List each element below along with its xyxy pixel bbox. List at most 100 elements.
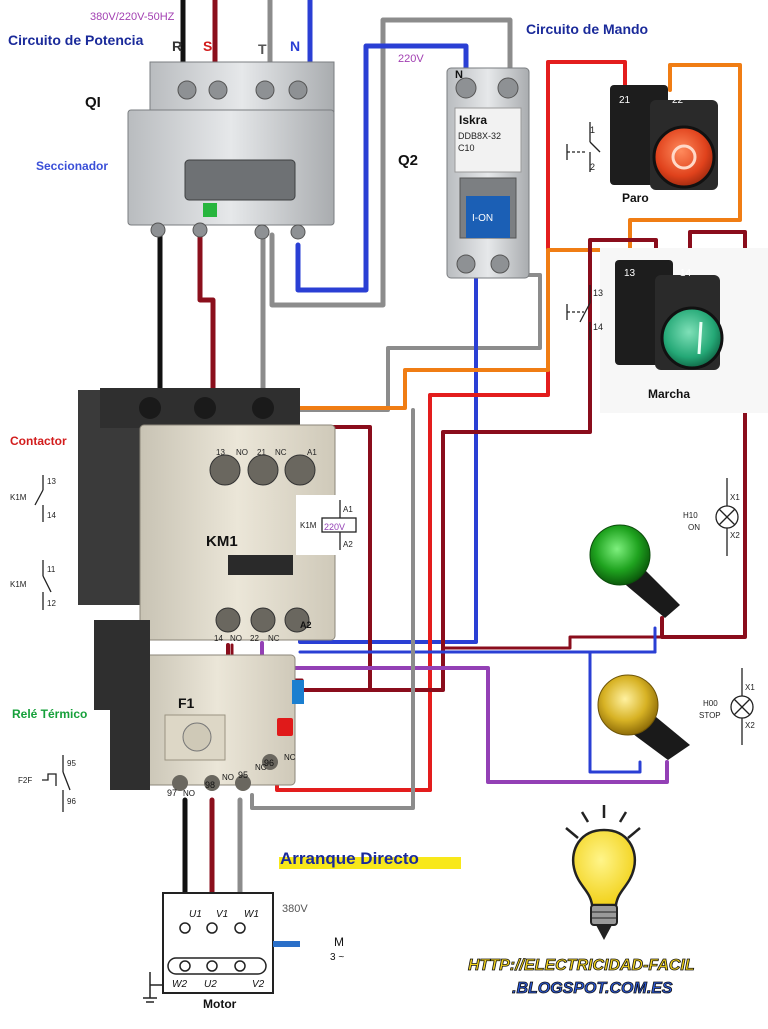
- wire-control-red: [428, 60, 627, 792]
- contactor-terminal-a2: A2: [300, 620, 312, 630]
- stop-symbol-2: 2: [590, 162, 595, 172]
- relay-terminal-96: 96: [264, 758, 274, 768]
- motor-v1: V1: [216, 909, 228, 920]
- f2f-96: 96: [67, 797, 76, 806]
- motor-type-3phase: 3 ~: [330, 952, 344, 963]
- breaker-rating: C10: [458, 143, 475, 153]
- qi-label: QI: [85, 94, 101, 111]
- k1m-no-14: 14: [47, 511, 56, 520]
- h10-x1: X1: [730, 493, 740, 502]
- k1m-nc-11: 11: [47, 565, 56, 574]
- k1m-no-contact-symbol: [34, 475, 44, 522]
- breaker-q2[interactable]: [446, 67, 530, 279]
- motor-w2: W2: [172, 979, 187, 990]
- website-url-line2: .BLOGSPOT.COM.ES: [512, 980, 673, 997]
- h00-x2: X2: [745, 721, 755, 730]
- motor-type-m: M: [334, 935, 344, 949]
- breaker-state: I-ON: [472, 213, 493, 224]
- start-button[interactable]: [600, 248, 768, 413]
- coil-a1: A1: [343, 505, 353, 514]
- breaker-model: DDB8X-32: [458, 131, 501, 141]
- stop-button-label: Paro: [622, 191, 649, 205]
- contactor-terminal-21: 21: [257, 448, 266, 457]
- h10-lamp-symbol: [715, 478, 739, 556]
- wire-darkred-start: [660, 230, 747, 639]
- phase-r: R: [172, 38, 182, 54]
- breaker-n-terminal: N: [455, 69, 463, 81]
- h10-x2: X2: [730, 531, 740, 540]
- motor[interactable]: [143, 892, 300, 1003]
- relay-terminal-no-1: NO: [183, 789, 195, 798]
- relay-terminal-nc-2: NC: [284, 753, 296, 762]
- rele-termico-label: Relé Térmico: [12, 707, 87, 721]
- k1m-no-13: 13: [47, 477, 56, 486]
- relay-terminal-nc-1: NC: [255, 763, 267, 772]
- km1-label: KM1: [206, 533, 238, 550]
- relay-terminal-95: 95: [238, 770, 248, 780]
- lightbulb-icon: [565, 805, 641, 940]
- thermal-relay-f1[interactable]: [110, 650, 304, 791]
- wire-l2-to-contactor: [197, 232, 216, 398]
- start-symbol-13: 13: [593, 288, 603, 298]
- phase-s: S: [203, 38, 212, 54]
- wire-q2-grey-out: [256, 268, 542, 442]
- contactor-terminal-no-top: NO: [236, 448, 248, 457]
- h00-x1: X1: [745, 683, 755, 692]
- stop-terminal-21: 21: [619, 95, 631, 106]
- k1m-nc-contact-symbol: [42, 560, 52, 610]
- stop-button[interactable]: [610, 85, 718, 190]
- breaker-brand: Iskra: [459, 113, 487, 127]
- f2f-95: 95: [67, 759, 76, 768]
- green-pilot-lamp[interactable]: [589, 524, 680, 618]
- title-highlight: [279, 857, 461, 869]
- k1m-nc-12: 12: [47, 599, 56, 608]
- relay-terminal-no-2: NO: [222, 773, 234, 782]
- f2f-name: F2F: [18, 776, 32, 785]
- control-circuit-title: Circuito de Mando: [526, 21, 648, 37]
- start-contact-symbol: [566, 285, 591, 340]
- h10-code: H10: [683, 511, 698, 520]
- start-terminal-14: 14: [680, 268, 692, 279]
- disconnector-qi[interactable]: [127, 61, 335, 240]
- coil-voltage: 220V: [324, 522, 345, 532]
- coil-name: K1M: [300, 521, 317, 530]
- coil-a2: A2: [343, 540, 353, 549]
- relay-terminal-97: 97: [167, 788, 177, 798]
- coil-symbol: [321, 500, 357, 550]
- seccionador-label: Seccionador: [36, 159, 108, 173]
- yellow-pilot-lamp[interactable]: [597, 674, 690, 760]
- k1m-no-name: K1M: [10, 493, 27, 502]
- diagram-title: Arranque Directo: [280, 849, 419, 868]
- contactor-label: Contactor: [10, 434, 67, 448]
- coil-symbol-panel: [296, 495, 358, 555]
- relay-terminal-98: 98: [205, 780, 215, 790]
- contactor-terminal-nc-bottom: NC: [268, 634, 280, 643]
- f1-label: F1: [178, 695, 195, 711]
- start-symbol-14: 14: [593, 322, 603, 332]
- h00-code: H00: [703, 699, 718, 708]
- stop-terminal-22: 22: [672, 95, 684, 106]
- start-terminal-13: 13: [624, 268, 636, 279]
- power-circuit-title: Circuito de Potencia: [8, 32, 144, 48]
- contactor-terminal-nc-top: NC: [275, 448, 287, 457]
- wire-orange-stop-start: [628, 63, 742, 264]
- f2f-contact-symbol: [42, 755, 71, 812]
- wire-control-blue: [295, 43, 469, 293]
- phase-t: T: [258, 41, 267, 57]
- motor-label: Motor: [203, 997, 237, 1011]
- k1m-nc-name: K1M: [10, 580, 27, 589]
- motor-u1: U1: [189, 909, 202, 920]
- wire-grey-relay: [250, 408, 415, 810]
- q2-label: Q2: [398, 152, 418, 169]
- h10-state: ON: [688, 523, 700, 532]
- contactor-terminal-no-bottom: NO: [230, 634, 242, 643]
- stop-symbol-1: 1: [590, 125, 595, 135]
- contactor-terminal-a1: A1: [307, 448, 317, 457]
- motor-u2: U2: [204, 979, 217, 990]
- supply-rating: 380V/220V-50HZ: [90, 11, 175, 23]
- motor-w1: W1: [244, 909, 259, 920]
- start-button-label: Marcha: [648, 387, 690, 401]
- phase-n: N: [290, 38, 300, 54]
- motor-voltage: 380V: [282, 903, 308, 915]
